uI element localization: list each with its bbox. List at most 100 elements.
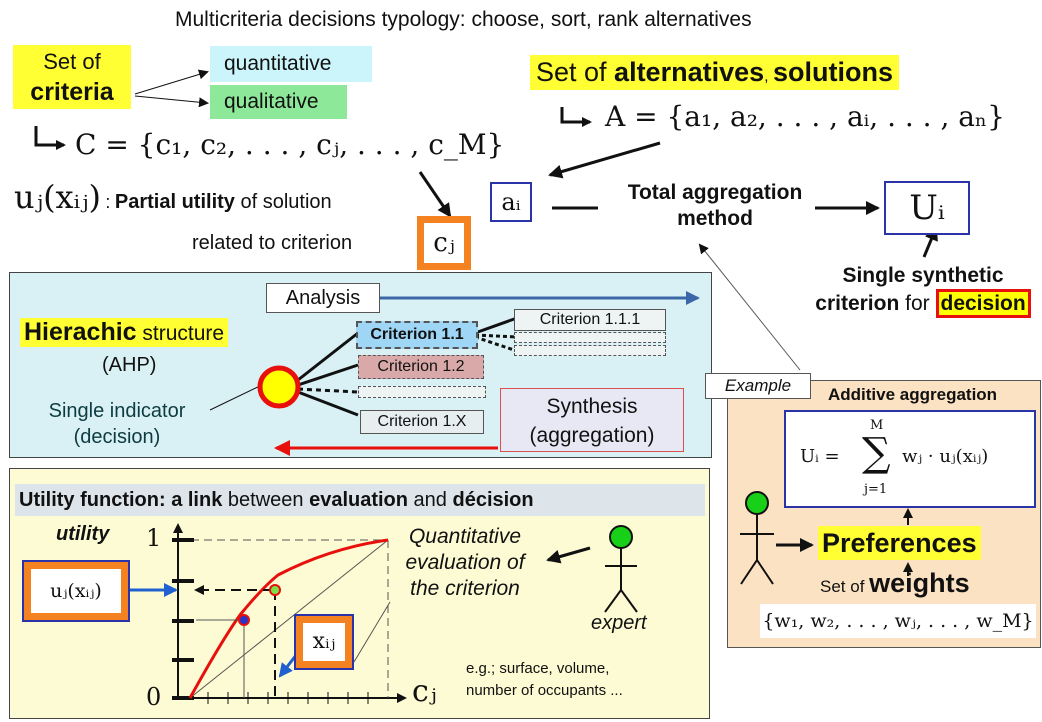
alternatives-label: Set of alternatives, solutions (530, 55, 900, 90)
quantitative-evaluation-label: Quantitative evaluation of the criterion (380, 524, 550, 602)
partial-utility-bold: Partial utility (114, 191, 235, 213)
alternatives-prefix: Set of (536, 57, 615, 87)
utility-heading-bold1: Utility function: a link (19, 489, 223, 511)
partial-utility-rest: of solution (234, 191, 332, 213)
formula-sum-bottom: j=1 (864, 482, 888, 497)
synthesis-line2: (aggregation) (529, 424, 655, 447)
formula-rhs: wⱼ · uⱼ(xᵢⱼ) (902, 446, 989, 467)
hierarchy-title-rest: structure (136, 322, 225, 345)
hierarchy-title: Hierachic structure (20, 318, 229, 347)
utility-chart (130, 523, 407, 704)
criteria-set-formula: C = {c₁, c₂, . . . , cⱼ, . . . , c_M} (75, 128, 505, 161)
qualitative-box: qualitative (210, 85, 347, 119)
utility-heading-bold3: décision (452, 489, 534, 511)
ujxij-value: uⱼ(xᵢⱼ) (31, 569, 121, 613)
cj-axis-label: cⱼ (412, 674, 437, 709)
ai-box: aᵢ (490, 182, 532, 222)
point-blue (238, 614, 250, 626)
criteria-label-line1: Set of (43, 49, 101, 74)
examples-line1: e.g.; surface, volume, (466, 660, 610, 677)
hierarchy-title-bold: Hierachic (24, 318, 137, 346)
criteria-qual-arrow (134, 95, 209, 108)
weights-word: weights (869, 568, 970, 598)
synthesis-line1: Synthesis (546, 395, 638, 418)
single-indicator-line1: Single indicator (48, 400, 186, 422)
criteria-label-line2: criteria (30, 78, 114, 106)
utility-heading-mid2: and (408, 489, 453, 511)
tick-zero-label: 0 (146, 683, 162, 711)
criterion-1-1-2-placeholder (514, 332, 666, 343)
related-criterion-text: related to criterion (192, 232, 353, 254)
xij-box: xᵢⱼ (294, 614, 354, 670)
alternatives-sep: , (764, 68, 774, 85)
cj-box: cⱼ (417, 216, 471, 270)
weights-label: Set of weights (820, 568, 970, 599)
expert-figure (604, 525, 638, 613)
partial-utility-line: uⱼ(xᵢⱼ) : Partial utility of solution (14, 178, 332, 216)
example-to-aggregation-arrow (698, 243, 801, 371)
example-label: Example (705, 373, 811, 399)
utility-heading-bold2: evaluation (309, 489, 408, 511)
alternatives-to-ai-arrow (548, 141, 661, 179)
criterion-1-1-node: Criterion 1.1 (356, 321, 478, 349)
criteria-quant-arrow (134, 69, 209, 95)
decider-figure (740, 491, 774, 585)
ui-box: Uᵢ (884, 181, 970, 235)
expert-label: expert (591, 612, 647, 634)
xij-value: xᵢⱼ (303, 623, 345, 661)
alternatives-set-formula: A = {a₁, a₂, . . . , aᵢ, . . . , aₙ} (605, 100, 1005, 133)
utility-curve (188, 538, 389, 699)
weights-formula: {w₁, w₂, . . . , wⱼ, . . . , w_M} (760, 604, 1036, 638)
set-c-hook-arrow (34, 126, 66, 150)
formula-sum-sign: ∑ (862, 430, 891, 476)
criteria-label: Set of criteria (13, 45, 131, 109)
quant-line2: evaluation of (405, 551, 525, 574)
solutions-word: solutions (773, 57, 894, 87)
criterion-1-x-node: Criterion 1.X (360, 410, 484, 434)
cj-value: cⱼ (424, 223, 464, 263)
examples-line2: number of occupants ... (466, 682, 623, 699)
preferences-label: Preferences (818, 526, 981, 560)
single-synthetic-criterion: criterion (815, 292, 900, 315)
tick-one-label: 1 (146, 524, 162, 552)
ahp-label: (AHP) (102, 354, 157, 376)
single-indicator-line2: (decision) (73, 426, 161, 448)
single-synthetic-for: for (899, 292, 936, 315)
quant-pointer (353, 601, 391, 663)
partial-utility-colon: : (105, 192, 111, 212)
formula-sum-top: M (870, 418, 884, 433)
additive-title: Additive aggregation (828, 385, 998, 404)
criterion-placeholder-node (358, 386, 486, 398)
single-synthetic-label: Single synthetic criterion for decision (806, 262, 1040, 318)
ujxij-box: uⱼ(xᵢⱼ) (22, 560, 130, 622)
single-indicator-label: Single indicator (decision) (22, 398, 212, 450)
total-aggregation-line1: Total aggregation (627, 181, 803, 204)
utility-to-cj-arrow (418, 171, 452, 218)
alternatives-word: alternatives (614, 57, 765, 87)
total-aggregation-label: Total aggregation method (600, 180, 830, 232)
weights-prefix: Set of (820, 577, 870, 596)
analysis-label: Analysis (266, 283, 380, 313)
partial-utility-symbol: uⱼ(xᵢⱼ) (14, 178, 101, 216)
hierarchy-tree (297, 316, 518, 417)
criterion-1-2-node: Criterion 1.2 (358, 355, 484, 379)
criterion-1-1-3-placeholder (514, 345, 666, 356)
root-node (257, 365, 301, 409)
expert-arrow (546, 546, 591, 564)
utility-heading: Utility function: a link between evaluat… (15, 484, 705, 516)
examples-note: e.g.; surface, volume, number of occupan… (466, 658, 623, 702)
set-a-hook-arrow (560, 107, 592, 127)
point-green (269, 584, 281, 596)
synthesis-box: Synthesis (aggregation) (500, 388, 684, 452)
single-synthetic-line2: criterion for decision (806, 289, 1040, 318)
quantitative-box: quantitative (210, 46, 372, 82)
quant-line3: the criterion (410, 577, 520, 600)
quant-line1: Quantitative (408, 525, 522, 548)
criterion-1-1-1-node: Criterion 1.1.1 (514, 309, 666, 331)
single-synthetic-line1: Single synthetic (842, 264, 1004, 287)
decision-badge: decision (935, 289, 1031, 318)
additive-formula-box: Uᵢ = M ∑ j=1 wⱼ · uⱼ(xᵢⱼ) (784, 410, 1036, 508)
total-aggregation-line2: method (677, 207, 753, 230)
utility-axis-label: utility (56, 523, 110, 545)
